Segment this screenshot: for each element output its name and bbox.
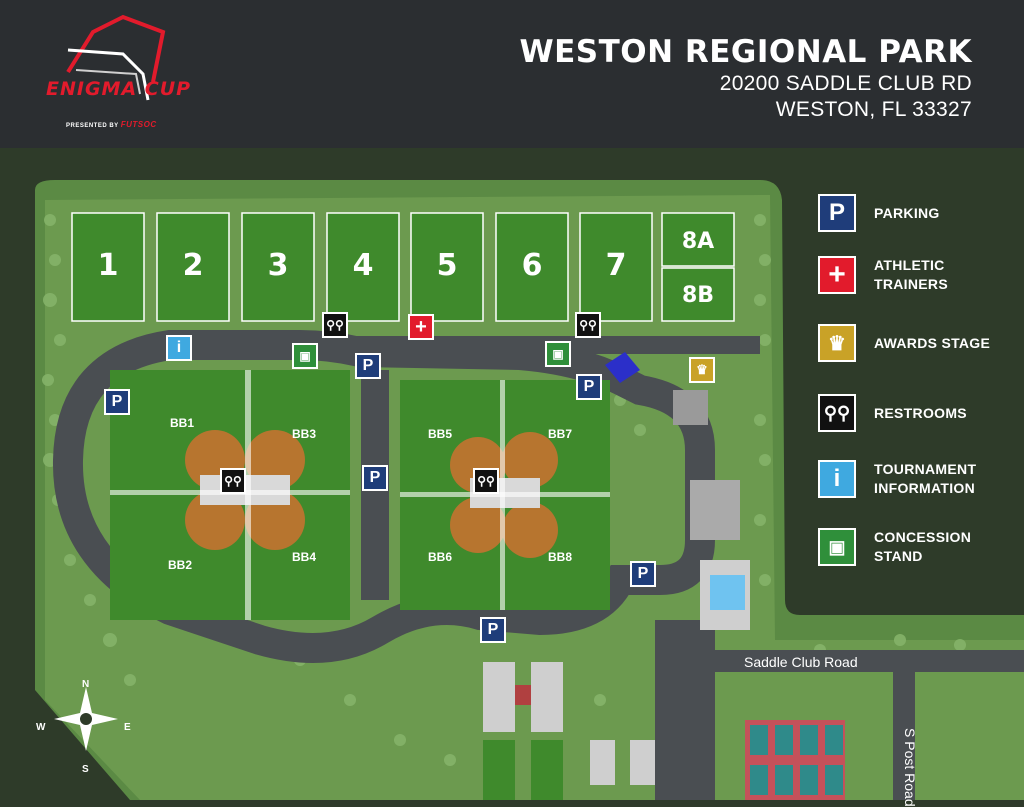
bb7-label: BB7 [548,427,573,441]
bb8-label: BB8 [548,550,573,564]
compass-south: S [82,764,89,775]
brand-name: ENIGMA CUP [46,78,192,100]
legend-item-athletic-trainers: + ATHLETIC TRAINERS [818,256,1004,294]
bb5-label: BB5 [428,427,453,441]
bb1-label: BB1 [170,416,195,430]
restroom-icon: ⚲⚲ [322,312,348,338]
first-aid-icon: + [818,256,856,294]
compass-north: N [82,679,90,690]
bb2-label: BB2 [168,558,193,572]
legend-label: TOURNAMENT INFORMATION [874,461,977,496]
restroom-icon: ⚲⚲ [575,312,601,338]
parking-icon: P [104,389,130,415]
parking-icon: P [818,194,856,232]
header: ENIGMA CUP PRESENTED BY FUTSOC WESTON RE… [0,0,1024,148]
s-post-road-label: S Post Road [902,728,918,807]
concession-icon: ▣ [545,341,571,367]
info-icon: i [166,335,192,361]
field-7-label: 7 [605,248,627,283]
field-6-label: 6 [521,248,543,283]
restroom-icon: ⚲⚲ [220,468,246,494]
field-2-label: 2 [182,248,204,283]
parking-icon: P [480,617,506,643]
brand-presented: PRESENTED BY FUTSOC [66,120,157,129]
legend-label: AWARDS STAGE [874,334,991,351]
enigma-cup-logo: ENIGMA CUP PRESENTED BY FUTSOC [38,12,208,137]
parking-icon: P [630,561,656,587]
legend-item-tournament-info: i TOURNAMENT INFORMATION [818,460,1004,498]
legend-item-parking: P PARKING [818,194,1004,232]
baseball-complex-east [400,380,610,610]
saddle-club-road-label: Saddle Club Road [744,654,858,670]
compass-west: W [36,722,46,733]
legend-item-concession: ▣ CONCESSION STAND [818,528,1004,566]
address-line-1: 20200 SADDLE CLUB RD [719,72,972,95]
bb6-label: BB6 [428,550,453,564]
field-3-label: 3 [267,248,289,283]
address-line-2: WESTON, FL 33327 [775,98,972,121]
page-title: WESTON REGIONAL PARK [519,34,972,70]
field-8a-label: 8A [681,229,715,254]
bb3-label: BB3 [292,427,317,441]
parking-icon: P [576,374,602,400]
legend-label: RESTROOMS [874,404,967,421]
parking-icon: P [355,353,381,379]
concession-icon: ▣ [292,343,318,369]
field-8b-label: 8B [681,283,715,308]
legend-item-restrooms: ⚲⚲ RESTROOMS [818,394,1004,432]
field-4-label: 4 [352,248,374,283]
concession-icon: ▣ [818,528,856,566]
restroom-icon: ⚲⚲ [473,468,499,494]
trophy-icon: ♛ [689,357,715,383]
info-icon: i [818,460,856,498]
compass-east: E [124,722,131,733]
parking-icon: P [362,465,388,491]
legend-label: PARKING [874,204,940,221]
first-aid-icon: + [408,314,434,340]
restroom-icon: ⚲⚲ [818,394,856,432]
soccer-fields [71,212,735,322]
legend-label: CONCESSION STAND [874,529,972,564]
compass-rose [54,687,118,751]
legend-item-awards-stage: ♛ AWARDS STAGE [818,324,1004,362]
bb4-label: BB4 [292,550,317,564]
baseball-complex-west [110,370,350,620]
field-1-label: 1 [97,248,119,283]
trophy-icon: ♛ [818,324,856,362]
legend-label: ATHLETIC TRAINERS [874,257,948,292]
field-5-label: 5 [436,248,458,283]
